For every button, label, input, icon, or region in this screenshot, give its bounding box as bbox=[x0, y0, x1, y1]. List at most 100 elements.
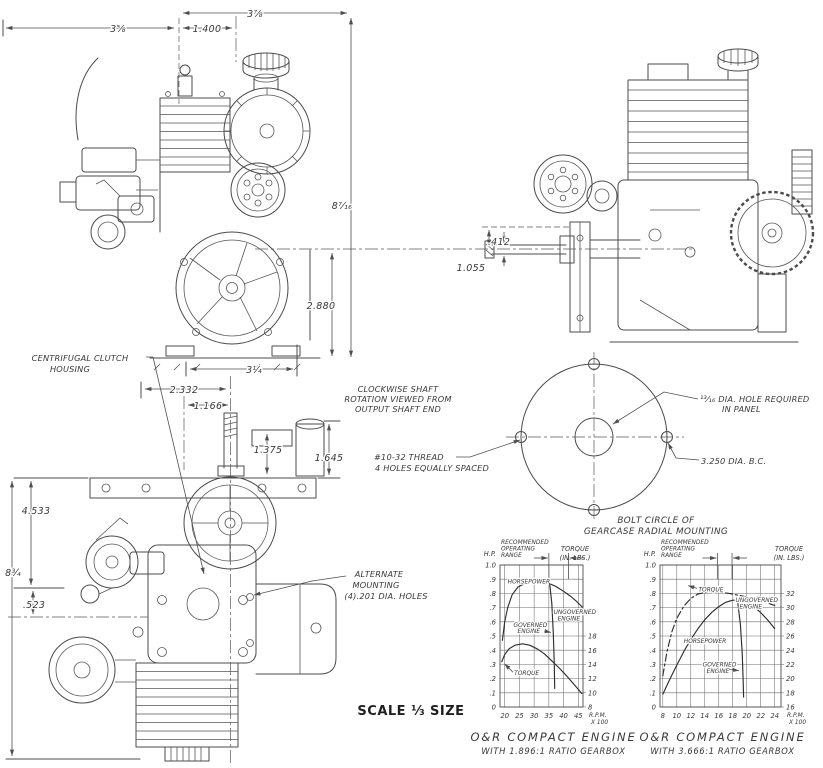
bolt-circle-caption-line1: BOLT CIRCLE OF bbox=[617, 516, 695, 526]
alt-mounting-line3: (4).201 DIA. HOLES bbox=[344, 591, 427, 601]
dim-3-5-8-label: 3⅝ bbox=[110, 24, 126, 35]
hp-tick-label: .1 bbox=[650, 689, 657, 697]
front-view-drawing bbox=[48, 412, 337, 762]
hp-tick-label: .3 bbox=[490, 661, 497, 669]
hp-tick-label: 1.0 bbox=[485, 562, 496, 570]
torque-tick-label: 14 bbox=[588, 661, 597, 669]
torque-tick-label: 24 bbox=[786, 647, 795, 655]
range-label: RECOMMENDED bbox=[661, 540, 709, 546]
hp-tick-label: .6 bbox=[490, 618, 497, 626]
panel-hole-note-line2: IN PANEL bbox=[722, 404, 761, 414]
rotation-note-line1: CLOCKWISE SHAFT bbox=[358, 384, 440, 394]
torque-tick-label: 16 bbox=[588, 647, 597, 655]
clutch-callout-line1: CENTRIFUGAL CLUTCH bbox=[32, 353, 129, 363]
dim-1400-label: 1.400 bbox=[193, 24, 222, 35]
hp-tick-label: 0 bbox=[652, 704, 656, 712]
rpm-tick-label: 25 bbox=[515, 712, 524, 720]
rotation-note-line2: ROTATION VIEWED FROM bbox=[344, 394, 451, 404]
hp-tick-label: .3 bbox=[650, 661, 657, 669]
range-label: OPERATING bbox=[661, 546, 695, 552]
dim-4533-label: 4.533 bbox=[22, 506, 51, 517]
hp-tick-label: 1.0 bbox=[645, 562, 656, 570]
chart-annotation: UNGOVERNED bbox=[736, 598, 779, 604]
torque-tick-label: 22 bbox=[786, 661, 795, 669]
clutch-callout-line2: HOUSING bbox=[50, 364, 90, 374]
rpm-tick-label: 22 bbox=[756, 712, 765, 720]
rpm-tick-label: 45 bbox=[574, 712, 583, 720]
series-governed-engine bbox=[737, 600, 745, 698]
series-label: GOVERNED bbox=[703, 663, 737, 669]
hp-tick-label: .7 bbox=[490, 604, 497, 612]
rpm-tick-label: 12 bbox=[686, 712, 695, 720]
torque-tick-label: 16 bbox=[786, 704, 795, 712]
hp-tick-label: .4 bbox=[490, 647, 497, 655]
rpm-axis-label-1: R.P.M. bbox=[787, 713, 805, 719]
bolt-circle-diagram bbox=[506, 352, 684, 522]
drawing-text: 3⅝ 1.400 3⅞ 8⁷⁄₁₆ 2.880 3¼ .412 1.055 CE… bbox=[4, 8, 811, 721]
chart-title: O&R COMPACT ENGINE bbox=[639, 730, 805, 744]
rpm-tick-label: 40 bbox=[559, 712, 568, 720]
chart-annotation: UNGOVERNED bbox=[554, 610, 597, 616]
chart-subtitle: WITH 1.896:1 RATIO GEARBOX bbox=[481, 746, 625, 756]
torque-tick-label: 20 bbox=[786, 675, 795, 683]
rpm-axis-label-2: X 100 bbox=[788, 720, 806, 726]
dim-1166-label: 1.166 bbox=[194, 401, 223, 412]
torque-tick-label: 18 bbox=[786, 689, 795, 697]
torque-axis-label-2: (IN. LBS.) bbox=[774, 554, 805, 562]
dim-1055-label: 1.055 bbox=[457, 263, 486, 274]
rpm-tick-label: 10 bbox=[672, 712, 681, 720]
hp-tick-label: .7 bbox=[650, 604, 657, 612]
hp-tick-label: .4 bbox=[650, 647, 657, 655]
dim-523-label: .523 bbox=[23, 600, 45, 611]
rotation-note-line3: OUTPUT SHAFT END bbox=[355, 404, 441, 414]
rpm-tick-label: 30 bbox=[530, 712, 539, 720]
range-label: RANGE bbox=[501, 553, 522, 559]
side-view-drawing bbox=[59, 52, 321, 371]
rpm-tick-label: 14 bbox=[700, 712, 709, 720]
rpm-axis-label-2: X 100 bbox=[590, 720, 608, 726]
torque-tick-label: 12 bbox=[588, 675, 597, 683]
chart-title: O&R COMPACT ENGINE bbox=[470, 730, 636, 744]
centerlines bbox=[2, 16, 692, 766]
series-label: GOVERNED bbox=[514, 623, 548, 629]
thread-note-line1: #10-32 THREAD bbox=[374, 452, 444, 462]
hp-tick-label: .8 bbox=[490, 590, 497, 598]
dimension-lines bbox=[6, 10, 507, 756]
dim-8-3-4-label: 8¾ bbox=[5, 568, 21, 579]
range-label: OPERATING bbox=[501, 546, 535, 552]
series-label-leader bbox=[504, 663, 514, 673]
torque-tick-label: 30 bbox=[786, 604, 795, 612]
series-label: TORQUE bbox=[514, 671, 539, 677]
hp-tick-label: .5 bbox=[490, 633, 497, 641]
hp-tick-label: .2 bbox=[650, 675, 657, 683]
series-label: ENGINE bbox=[518, 629, 541, 635]
series-label: ENGINE bbox=[707, 669, 730, 675]
bolt-circle-caption-line2: GEARCASE RADIAL MOUNTING bbox=[584, 527, 728, 537]
alt-mounting-line1: ALTERNATE bbox=[354, 569, 404, 579]
hp-tick-label: .6 bbox=[650, 618, 657, 626]
torque-tick-label: 18 bbox=[588, 633, 597, 641]
series-label: HORSEPOWER bbox=[508, 579, 550, 585]
rpm-tick-label: 18 bbox=[728, 712, 737, 720]
chart-subtitle: WITH 3.666:1 RATIO GEARBOX bbox=[650, 746, 794, 756]
hp-tick-label: .5 bbox=[650, 633, 657, 641]
hp-tick-label: .2 bbox=[490, 675, 497, 683]
series-horsepower bbox=[662, 599, 776, 695]
hp-tick-label: .8 bbox=[650, 590, 657, 598]
bolt-circle-dia-note: 3.250 DIA. B.C. bbox=[701, 456, 766, 466]
series-horsepower bbox=[501, 580, 583, 641]
rear-view-drawing bbox=[484, 48, 815, 343]
series-torque bbox=[501, 643, 583, 695]
rpm-tick-label: 20 bbox=[742, 712, 751, 720]
series-label-leader bbox=[544, 629, 552, 634]
hp-tick-label: .1 bbox=[490, 689, 497, 697]
hp-axis-label: H.P. bbox=[644, 550, 656, 558]
range-label: RANGE bbox=[661, 553, 682, 559]
dim-3-1-4-label: 3¼ bbox=[246, 365, 262, 376]
rpm-tick-label: 35 bbox=[545, 712, 554, 720]
torque-tick-label: 32 bbox=[786, 590, 795, 598]
series-label: TORQUE bbox=[698, 587, 723, 593]
